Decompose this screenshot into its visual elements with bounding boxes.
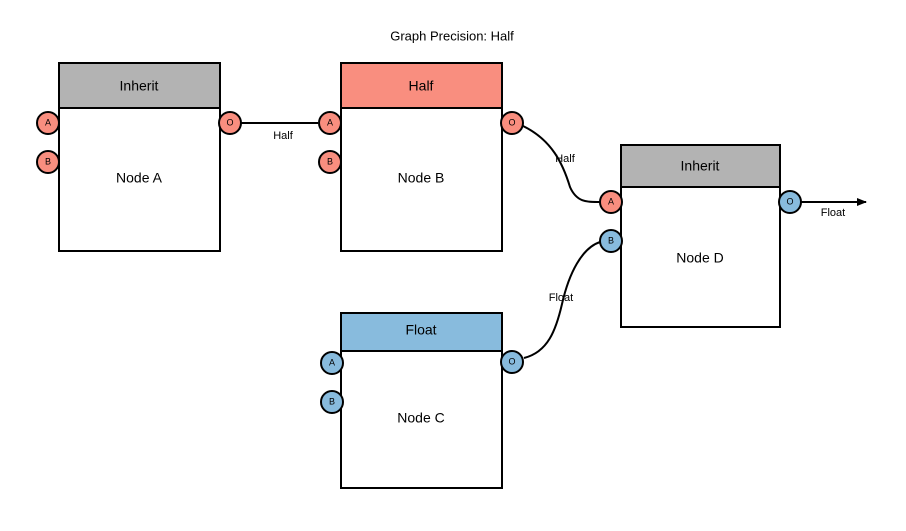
node-d-port-out[interactable]: O <box>778 190 802 214</box>
port-circle[interactable] <box>36 150 60 174</box>
node-b-header[interactable] <box>340 62 503 109</box>
node-c-port-in-b[interactable]: B <box>320 390 344 414</box>
node-c-name-label: Node C <box>397 410 444 426</box>
port-circle[interactable] <box>320 390 344 414</box>
port-label: A <box>327 117 333 127</box>
port-circle[interactable] <box>500 350 524 374</box>
node-d-header[interactable] <box>620 144 781 188</box>
port-label: B <box>608 235 614 245</box>
node-a[interactable]: Inherit Node A A B O <box>36 62 242 252</box>
port-label: A <box>45 117 51 127</box>
port-label: O <box>226 117 233 127</box>
port-circle[interactable] <box>599 229 623 253</box>
node-a-port-in-b[interactable]: B <box>36 150 60 174</box>
node-c-header[interactable] <box>340 312 503 352</box>
node-c-header-label: Float <box>405 322 436 338</box>
node-b[interactable]: Half Node B A B O <box>318 62 524 252</box>
edge-label: Float <box>549 292 573 304</box>
edge-node-a-to-node-b[interactable]: Half <box>240 122 318 142</box>
port-circle[interactable] <box>36 111 60 135</box>
edge-path[interactable] <box>523 241 601 359</box>
node-b-port-in-a[interactable]: A <box>318 111 342 135</box>
node-d-name-label: Node D <box>676 250 723 266</box>
node-c[interactable]: Float Node C A B O <box>320 312 524 489</box>
node-a-name-label: Node A <box>116 170 163 186</box>
port-circle[interactable] <box>320 351 344 375</box>
node-a-header[interactable] <box>58 62 221 109</box>
node-a-port-in-a[interactable]: A <box>36 111 60 135</box>
edge-label: Float <box>821 207 845 219</box>
port-circle[interactable] <box>500 111 524 135</box>
page-title: Graph Precision: Half <box>390 28 514 43</box>
edge-node-b-to-node-d[interactable]: Half <box>522 125 601 204</box>
node-d-port-in-a[interactable]: A <box>599 190 623 214</box>
port-circle[interactable] <box>318 150 342 174</box>
node-c-port-in-a[interactable]: A <box>320 351 344 375</box>
port-circle[interactable] <box>218 111 242 135</box>
node-b-port-in-b[interactable]: B <box>318 150 342 174</box>
node-b-name-label: Node B <box>398 170 445 186</box>
port-label: B <box>327 156 333 166</box>
node-c-port-out[interactable]: O <box>500 350 524 374</box>
port-label: B <box>329 396 335 406</box>
node-a-port-out[interactable]: O <box>218 111 242 135</box>
node-b-header-label: Half <box>409 78 434 94</box>
node-d-port-in-b[interactable]: B <box>599 229 623 253</box>
edge-path[interactable] <box>522 125 601 204</box>
node-d-header-label: Inherit <box>681 158 720 174</box>
port-circle[interactable] <box>599 190 623 214</box>
edge-node-c-to-node-d[interactable]: Float <box>523 241 601 359</box>
port-circle[interactable] <box>318 111 342 135</box>
port-label: O <box>786 196 793 206</box>
edge-label: Half <box>555 153 576 165</box>
port-label: A <box>608 196 614 206</box>
node-b-port-out[interactable]: O <box>500 111 524 135</box>
port-label: O <box>508 356 515 366</box>
node-d[interactable]: Inherit Node D A B O <box>599 144 802 328</box>
port-label: A <box>329 357 335 367</box>
edge-label: Half <box>273 130 294 142</box>
port-circle[interactable] <box>778 190 802 214</box>
node-a-header-label: Inherit <box>120 78 159 94</box>
edge-node-d-output[interactable]: Float <box>796 198 867 219</box>
port-label: B <box>45 156 51 166</box>
port-label: O <box>508 117 515 127</box>
